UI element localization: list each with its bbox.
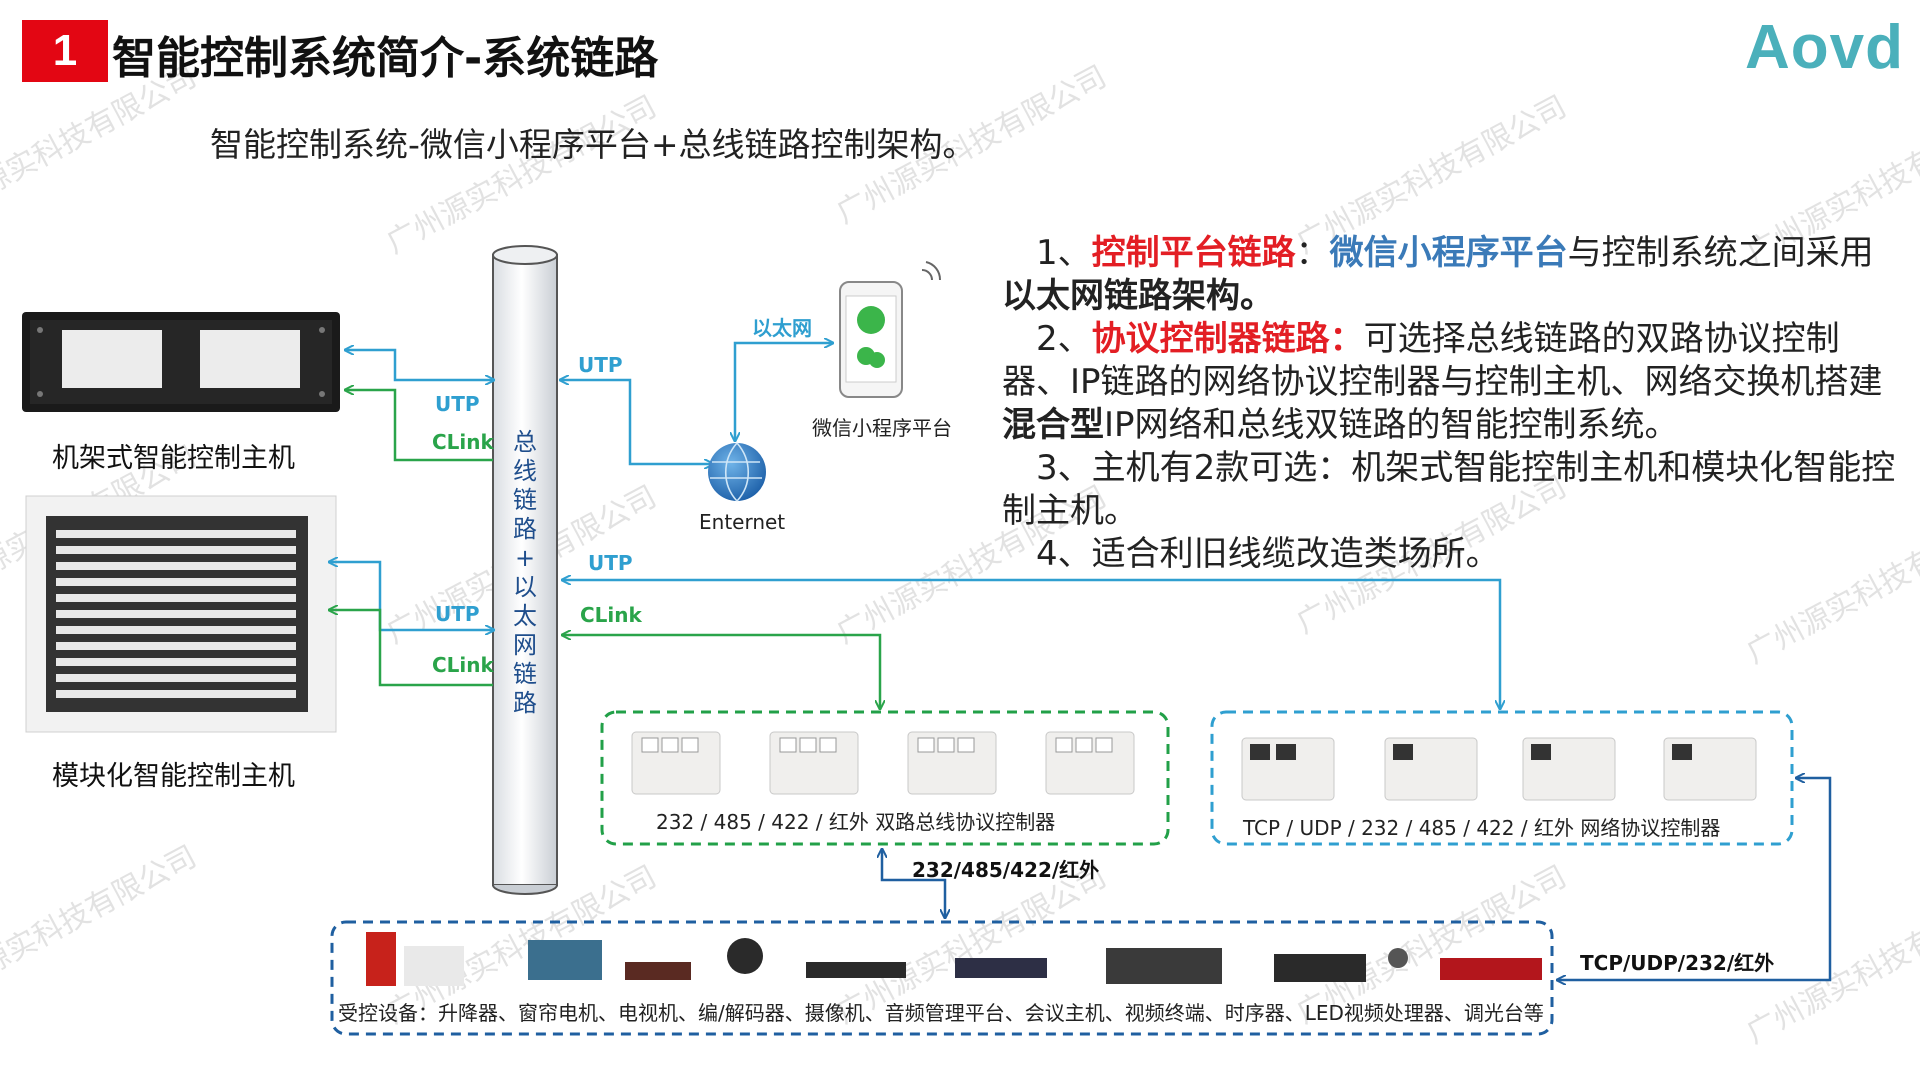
description-item-3: 3、主机有2款可选：机架式智能控制主机和模块化智能控制主机。	[1002, 448, 1896, 531]
utp-label: UTP	[588, 551, 633, 575]
modular-host-image	[25, 495, 337, 733]
description-block: 1、控制平台链路：微信小程序平台与控制系统之间采用以太网链路架构。 2、协议控制…	[1002, 232, 1902, 576]
phone-icon	[839, 261, 942, 398]
clink-label: CLink	[580, 603, 642, 627]
utp-label: UTP	[578, 353, 623, 377]
bus-protocol-label: 232/485/422/红外	[912, 858, 1100, 882]
bus-controller-group	[600, 710, 1170, 846]
device-images	[366, 932, 1542, 986]
net-controller-caption: TCP / UDP / 232 / 485 / 422 / 红外 网络协议控制器	[1243, 816, 1721, 840]
net-controller-group	[1210, 710, 1794, 846]
description-item-1: 1、控制平台链路：微信小程序平台与控制系统之间采用以太网链路架构。	[1002, 233, 1874, 316]
utp-label: UTP	[435, 602, 480, 626]
internet-label: Enternet	[699, 510, 786, 534]
section-number: 1	[22, 20, 108, 82]
bus-cylinder	[492, 245, 558, 895]
page-subtitle: 智能控制系统-微信小程序平台+总线链路控制架构。	[210, 125, 976, 164]
page-title: 智能控制系统简介-系统链路	[112, 33, 659, 84]
net-protocol-label: TCP/UDP/232/红外	[1580, 951, 1775, 975]
internet-icon	[708, 442, 766, 502]
ethernet-label: 以太网	[752, 316, 812, 340]
device-caption: 受控设备：升降器、窗帘电机、电视机、编/解码器、摄像机、音频管理平台、会议主机、…	[338, 1001, 1544, 1025]
modular-host-label: 模块化智能控制主机	[52, 761, 295, 792]
wechat-label: 微信小程序平台	[812, 416, 952, 440]
rack-host-image	[22, 312, 340, 412]
bus-label: 总线链路+以太网链路	[513, 428, 537, 717]
net-controller-modules	[1241, 737, 1757, 801]
utp-label: UTP	[435, 392, 480, 416]
description-item-4: 4、适合利旧线缆改造类场所。	[1036, 534, 1500, 574]
brand-logo: Aovd	[1745, 13, 1904, 82]
bus-controller-caption: 232 / 485 / 422 / 红外 双路总线协议控制器	[656, 810, 1056, 834]
clink-label: CLink	[432, 653, 494, 677]
description-item-2: 2、协议控制器链路：可选择总线链路的双路协议控制器、IP链路的网络协议控制器与控…	[1002, 319, 1883, 445]
rack-host-label: 机架式智能控制主机	[52, 443, 295, 474]
device-group	[330, 920, 1554, 1036]
clink-label: CLink	[432, 430, 494, 454]
